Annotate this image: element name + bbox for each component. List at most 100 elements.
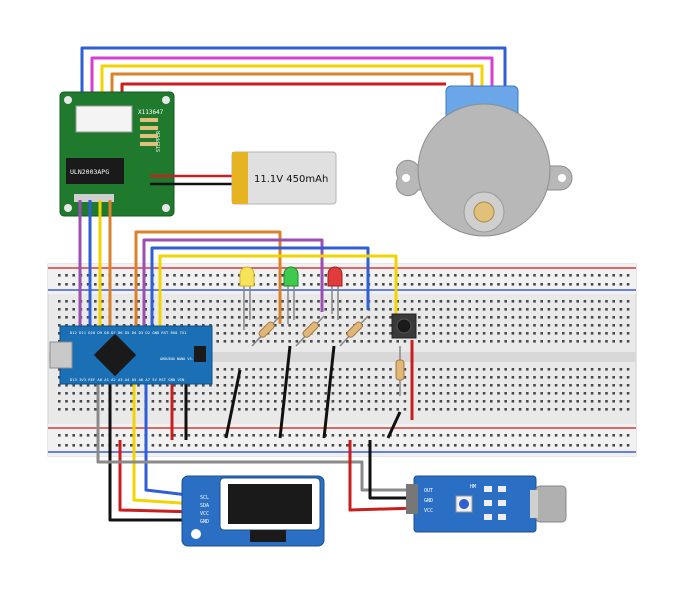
breadboard-hole bbox=[180, 408, 183, 411]
breadboard-hole bbox=[533, 368, 536, 371]
breadboard-hole bbox=[115, 408, 119, 411]
breadboard-hole bbox=[410, 308, 414, 311]
breadboard-hole bbox=[518, 408, 522, 411]
breadboard-hole bbox=[310, 340, 313, 343]
breadboard-hole bbox=[389, 392, 392, 395]
breadboard-hole bbox=[324, 376, 327, 379]
breadboard-hole bbox=[468, 274, 471, 277]
breadboard-hole bbox=[101, 434, 104, 437]
breadboard-hole bbox=[540, 308, 543, 311]
breadboard-hole bbox=[533, 300, 536, 303]
breadboard-hole bbox=[295, 434, 299, 437]
breadboard-hole bbox=[317, 316, 320, 319]
breadboard-hole bbox=[612, 434, 615, 437]
breadboard-hole bbox=[569, 316, 572, 319]
breadboard-hole bbox=[540, 444, 543, 447]
breadboard-hole bbox=[151, 434, 155, 437]
breadboard-hole bbox=[209, 408, 212, 411]
grove-icon bbox=[191, 529, 201, 539]
breadboard-hole bbox=[446, 316, 450, 319]
breadboard-hole bbox=[590, 332, 594, 335]
breadboard-hole bbox=[281, 308, 284, 311]
breadboard-hole bbox=[454, 274, 457, 277]
breadboard-hole bbox=[360, 308, 363, 311]
breadboard-hole bbox=[468, 408, 471, 411]
breadboard-hole bbox=[360, 392, 363, 395]
breadboard-hole bbox=[605, 316, 608, 319]
breadboard-hole bbox=[554, 283, 558, 286]
breadboard-hole bbox=[115, 274, 119, 277]
breadboard-hole bbox=[338, 392, 342, 395]
breadboard-hole bbox=[612, 316, 615, 319]
breadboard-hole bbox=[209, 324, 212, 327]
breadboard-hole bbox=[605, 300, 608, 303]
breadboard-hole bbox=[122, 274, 126, 277]
breadboard-hole bbox=[238, 368, 241, 371]
breadboard-hole bbox=[626, 300, 630, 303]
breadboard-hole bbox=[317, 434, 320, 437]
breadboard-hole bbox=[562, 400, 565, 403]
breadboard-hole bbox=[626, 408, 630, 411]
breadboard-hole bbox=[554, 308, 558, 311]
breadboard-hole bbox=[590, 376, 594, 379]
breadboard-hole bbox=[101, 408, 104, 411]
breadboard-hole bbox=[382, 324, 385, 327]
breadboard-hole bbox=[583, 400, 587, 403]
breadboard-hole bbox=[482, 384, 486, 387]
breadboard-hole bbox=[353, 376, 356, 379]
breadboard-hole bbox=[598, 300, 601, 303]
breadboard-hole bbox=[245, 392, 248, 395]
breadboard-hole bbox=[504, 324, 507, 327]
breadboard-hole bbox=[288, 368, 291, 371]
oled-pin-sda: SDA bbox=[200, 503, 209, 509]
breadboard-hole bbox=[547, 274, 551, 277]
breadboard-hole bbox=[86, 300, 90, 303]
breadboard-hole bbox=[94, 444, 97, 447]
breadboard-hole bbox=[274, 400, 277, 403]
breadboard-hole bbox=[151, 384, 155, 387]
breadboard-hole bbox=[122, 434, 126, 437]
breadboard-hole bbox=[518, 324, 522, 327]
breadboard-hole bbox=[151, 392, 155, 395]
breadboard-hole bbox=[230, 368, 234, 371]
breadboard-hole bbox=[252, 392, 255, 395]
breadboard-hole bbox=[295, 340, 299, 343]
breadboard-hole bbox=[446, 332, 450, 335]
breadboard-hole bbox=[468, 300, 471, 303]
smd-part bbox=[484, 486, 492, 492]
breadboard-hole bbox=[216, 384, 219, 387]
breadboard-hole bbox=[619, 324, 623, 327]
oled-wire-scl bbox=[144, 384, 197, 498]
breadboard-hole bbox=[439, 300, 443, 303]
breadboard-hole bbox=[158, 400, 162, 403]
breadboard-hole bbox=[288, 332, 291, 335]
breadboard-hole bbox=[58, 376, 61, 379]
breadboard-hole bbox=[389, 300, 392, 303]
breadboard-hole bbox=[216, 400, 219, 403]
breadboard-hole bbox=[281, 324, 284, 327]
breadboard-hole bbox=[454, 340, 457, 343]
breadboard-hole bbox=[259, 316, 263, 319]
breadboard-hole bbox=[317, 308, 320, 311]
breadboard-hole bbox=[374, 444, 378, 447]
breadboard-hole bbox=[65, 324, 68, 327]
breadboard-hole bbox=[288, 340, 291, 343]
breadboard-hole bbox=[526, 434, 529, 437]
breadboard-hole bbox=[576, 340, 579, 343]
breadboard-hole bbox=[490, 332, 493, 335]
breadboard-hole bbox=[382, 434, 385, 437]
breadboard-hole bbox=[511, 316, 515, 319]
led-red bbox=[327, 266, 343, 320]
breadboard-hole bbox=[605, 400, 608, 403]
breadboard-hole bbox=[425, 434, 428, 437]
breadboard-hole bbox=[94, 274, 97, 277]
breadboard-hole bbox=[598, 316, 601, 319]
breadboard-hole bbox=[605, 340, 608, 343]
breadboard-hole bbox=[324, 384, 327, 387]
breadboard-hole bbox=[382, 283, 385, 286]
oled-ribbon bbox=[250, 530, 286, 542]
breadboard-hole bbox=[58, 300, 61, 303]
breadboard-hole bbox=[72, 300, 75, 303]
breadboard-hole bbox=[259, 376, 263, 379]
